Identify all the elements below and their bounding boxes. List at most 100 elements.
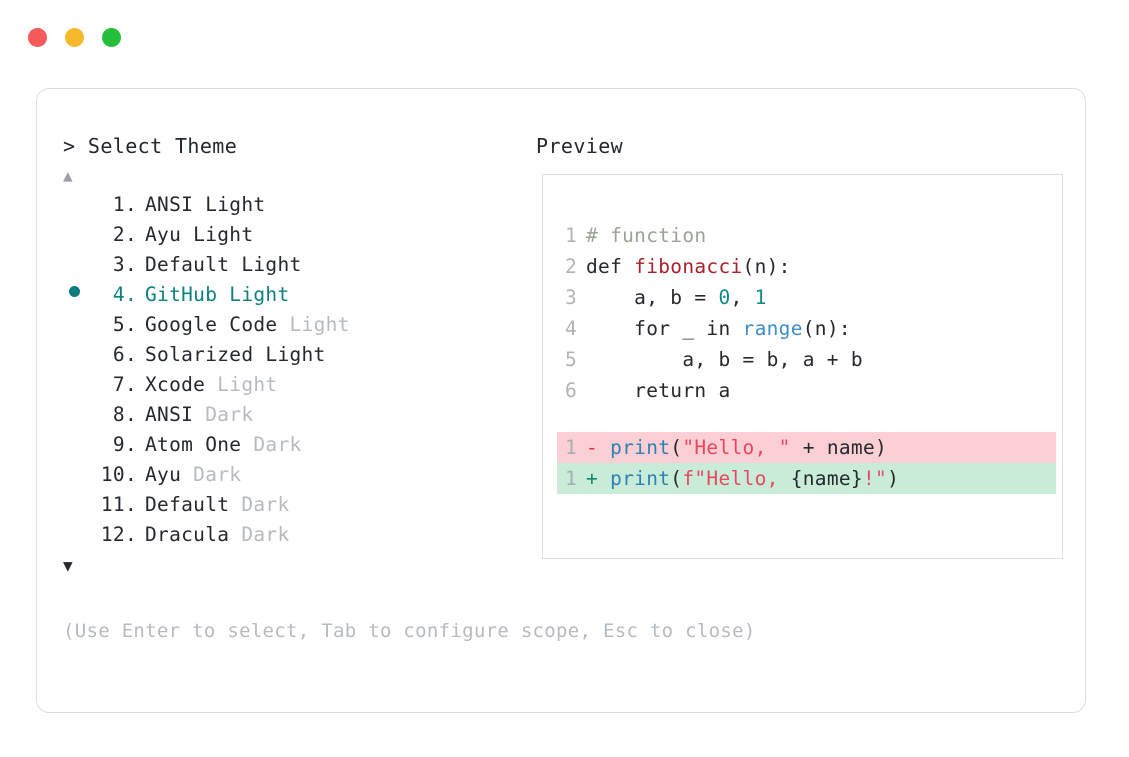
line-number: 5 <box>564 348 577 371</box>
maximize-button[interactable] <box>102 28 121 47</box>
token-plain: ( <box>670 467 683 490</box>
preview-title: Preview <box>536 134 624 158</box>
code-line: 3 a, b = 0, 1 <box>557 282 1056 313</box>
theme-name: Ayu Light <box>145 223 254 246</box>
theme-list: 1. ANSI Light 2. Ayu Light 3. Default Light… <box>59 193 499 553</box>
token-plain: {name} <box>790 467 863 490</box>
token-plain: for _ in <box>586 317 743 340</box>
token-kw: def <box>586 255 635 278</box>
bullet-dot <box>69 286 80 297</box>
theme-variant: Dark <box>229 493 290 516</box>
theme-name: ANSI <box>145 403 194 426</box>
scroll-down-icon[interactable]: ▼ <box>63 556 73 575</box>
theme-variant: Dark <box>229 523 290 546</box>
theme-list-item[interactable]: 1. ANSI Light <box>59 193 499 223</box>
theme-name: Google Code <box>145 313 278 336</box>
token-mark-del: - <box>586 436 611 459</box>
token-plain: (n): <box>742 255 791 278</box>
line-number: 3 <box>564 286 577 309</box>
theme-list-item[interactable]: 5.Google Code Light <box>59 313 499 343</box>
line-number: 4 <box>564 317 577 340</box>
theme-index: 5. <box>100 313 137 336</box>
theme-list-item[interactable]: 7.Xcode Light <box>59 373 499 403</box>
theme-list-item[interactable]: 10. Ayu Dark <box>59 463 499 493</box>
theme-index: 6. <box>100 343 137 366</box>
token-str: "Hello, " <box>682 436 791 459</box>
theme-name: Dracula <box>145 523 230 546</box>
theme-list-item[interactable]: 9. Atom One Dark <box>59 433 499 463</box>
theme-name: Ayu <box>145 463 182 486</box>
theme-index: 10. <box>100 463 137 486</box>
theme-list-item[interactable]: 4. GitHub Light <box>59 283 499 313</box>
prompt-title: Select Theme <box>87 134 238 158</box>
code-line: 4 for _ in range(n): <box>557 313 1056 344</box>
theme-name: GitHub Light <box>145 283 290 306</box>
line-number: 2 <box>564 255 577 278</box>
token-mark-add: + <box>586 467 611 490</box>
code-line: 1 # function <box>557 220 1056 251</box>
keyboard-hint: (Use Enter to select, Tab to configure s… <box>63 620 756 642</box>
theme-index: 4. <box>100 283 137 306</box>
code-line: 5 a, b = b, a + b <box>557 344 1056 375</box>
diff-line-del: 1- print("Hello, " + name) <box>557 432 1056 463</box>
token-plain: a, b = b, a + b <box>586 348 863 371</box>
theme-index: 11. <box>100 493 137 516</box>
diff-line-add: 1 + print(f"Hello, {name}!") <box>557 463 1056 494</box>
theme-variant: Dark <box>181 463 242 486</box>
theme-index: 12. <box>100 523 137 546</box>
theme-name: Default <box>145 493 230 516</box>
theme-variant: Dark <box>241 433 302 456</box>
code-line: 2 def fibonacci(n): <box>557 251 1056 282</box>
theme-variant: Light <box>205 373 278 396</box>
token-builtin: range <box>742 317 803 340</box>
code-text: for _ in range(n): <box>586 313 851 344</box>
token-plain: (n): <box>802 317 851 340</box>
theme-index: 1. <box>100 193 137 216</box>
theme-index: 8. <box>100 403 137 426</box>
code-text: def fibonacci(n): <box>586 251 791 282</box>
close-button[interactable] <box>28 28 47 47</box>
page-title: > Select Theme <box>63 134 237 158</box>
theme-name: Default Light <box>145 253 302 276</box>
line-number: 1 <box>564 467 577 490</box>
theme-picker-card: > Select Theme Preview ▲ 1. ANSI Light 2.… <box>36 88 1086 713</box>
line-number: 6 <box>564 379 577 402</box>
window-traffic-lights <box>28 28 121 47</box>
scroll-up-icon[interactable]: ▲ <box>63 166 73 185</box>
code-text: return a <box>586 375 730 406</box>
code-text: - print("Hello, " + name) <box>586 432 887 463</box>
theme-name: ANSI Light <box>145 193 266 216</box>
theme-list-item[interactable]: 6. Solarized Light <box>59 343 499 373</box>
token-fnname: fibonacci <box>634 255 743 278</box>
token-plain: a, b = <box>586 286 719 309</box>
theme-list-item[interactable]: 12. Dracula Dark <box>59 523 499 553</box>
token-str: !" <box>862 467 888 490</box>
theme-index: 3. <box>100 253 137 276</box>
theme-name: Solarized Light <box>145 343 326 366</box>
token-comment: # function <box>586 224 707 247</box>
minimize-button[interactable] <box>65 28 84 47</box>
code-text: # function <box>586 220 706 251</box>
token-num: 0 <box>718 286 731 309</box>
code-text: a, b = b, a + b <box>586 344 863 375</box>
token-fncall: print <box>610 436 671 459</box>
theme-name: Atom One <box>145 433 242 456</box>
theme-list-item[interactable]: 3. Default Light <box>59 253 499 283</box>
theme-index: 2. <box>100 223 137 246</box>
code-text: + print(f"Hello, {name}!") <box>586 463 899 494</box>
theme-list-container: ▲ 1. ANSI Light 2. Ayu Light 3. Default Lig… <box>59 167 499 575</box>
theme-variant: Dark <box>193 403 254 426</box>
theme-index: 9. <box>100 433 137 456</box>
theme-list-item[interactable]: 2. Ayu Light <box>59 223 499 253</box>
token-fncall: print <box>610 467 671 490</box>
selection-bullet-icon <box>59 286 93 297</box>
prompt-marker: > <box>63 134 88 158</box>
theme-index: 7. <box>100 373 137 396</box>
token-plain: ( <box>670 436 683 459</box>
theme-list-item[interactable]: 11. Default Dark <box>59 493 499 523</box>
token-plain: + name) <box>790 436 888 459</box>
line-number: 1 <box>564 224 577 247</box>
theme-list-item[interactable]: 8. ANSI Dark <box>59 403 499 433</box>
token-plain: , <box>730 286 755 309</box>
